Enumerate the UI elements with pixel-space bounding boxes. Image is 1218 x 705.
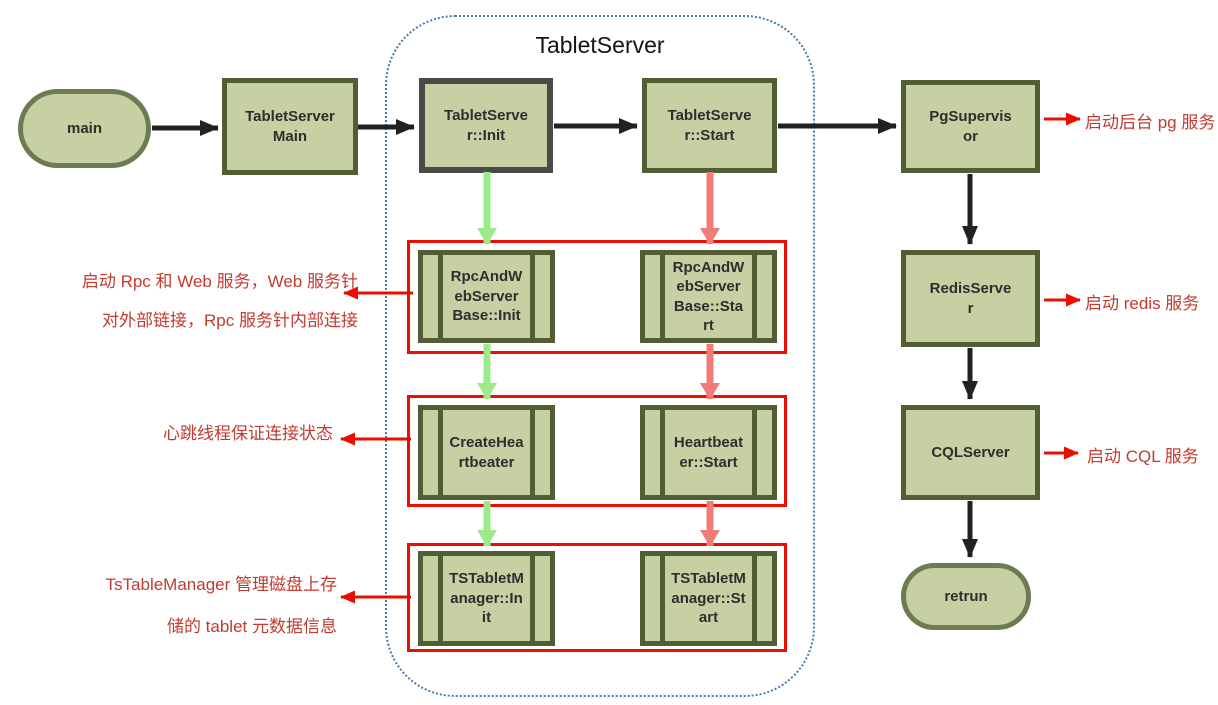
node-tabletservermain: TabletServerMain [222,78,358,175]
tabletserver-group-title: TabletServer [535,32,665,58]
annotation-line: TsTableManager 管理磁盘上存 [105,575,337,594]
node-cqlserver: CQLServer [901,405,1040,500]
node-rpcandwebserverbase-start: RpcAndWebServerBase::Start [640,250,777,343]
node-tabletserver-start: TabletServer::Start [642,78,777,173]
node-label: TSTabletManager::Init [449,570,524,627]
node-label: RedisServer [929,280,1012,317]
annotation-tablet-manager: TsTableManager 管理磁盘上存 储的 tablet 元数据信息 [47,564,337,648]
node-tstabletmanager-start: TSTabletManager::Start [640,551,777,646]
node-label: TabletServer::Init [444,107,528,144]
node-label: PgSupervisor [929,108,1012,145]
node-createheartbeater: CreateHeartbeater [418,405,555,500]
node-rpcandwebserverbase-init: RpcAndWebServerBase::Init [418,250,555,343]
node-tabletserver-init: TabletServer::Init [419,78,553,173]
annotation-line: 启动 Rpc 和 Web 服务，Web 服务针 [81,272,358,291]
tabletserver-group-border [385,15,815,697]
node-label: TSTabletManager::Start [671,570,746,627]
annotation-start-pg-service: 启动后台 pg 服务 [1085,113,1216,132]
node-tstabletmanager-init: TSTabletManager::Init [418,551,555,646]
node-main: main [18,89,151,168]
node-redisserver: RedisServer [901,250,1040,347]
annotation-line: 心跳线程保证连接状态 [163,424,333,443]
annotation-line: 对外部链接，Rpc 服务针内部连接 [102,311,358,330]
node-label: TabletServer::Start [667,107,752,144]
node-retrun: retrun [901,563,1031,630]
annotation-heartbeat-thread: 心跳线程保证连接状态 [33,422,333,446]
node-label: main [66,119,102,137]
node-label: CQLServer [931,443,1010,461]
highlight-rect-rpcandwebserver [407,240,787,354]
node-label: retrun [944,587,988,605]
node-label: TabletServerMain [245,108,335,145]
annotation-rpc-web-services: 启动 Rpc 和 Web 服务，Web 服务针 对外部链接，Rpc 服务针内部连… [46,262,358,340]
annotation-start-cql-service: 启动 CQL 服务 [1087,447,1199,466]
node-pgsupervisor: PgSupervisor [901,80,1040,173]
node-label: RpcAndWebServerBase::Init [450,268,523,325]
node-label: CreateHeartbeater [449,434,524,471]
annotation-line: 储的 tablet 元数据信息 [166,617,337,636]
highlight-rect-heartbeater [407,395,787,507]
annotation-start-redis-service: 启动 redis 服务 [1085,294,1200,313]
node-label: RpcAndWebServerBase::Start [672,258,745,335]
node-heartbeater-start: Heartbeater::Start [640,405,777,500]
node-label: Heartbeater::Start [673,434,744,471]
